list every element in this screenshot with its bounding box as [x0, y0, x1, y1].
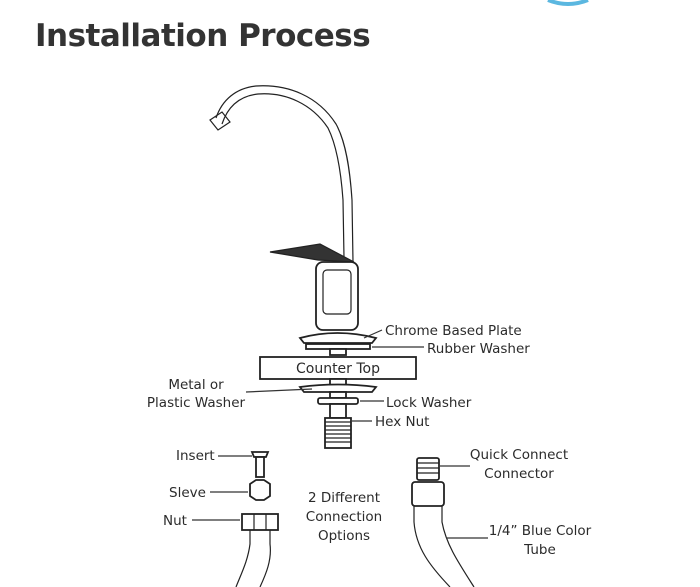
label-plastic-washer: Plastic Washer [147, 395, 246, 411]
compression-fitting-icon [235, 451, 279, 587]
options-caption-line-3: Options [318, 528, 370, 544]
options-caption-line-1: 2 Different [308, 490, 380, 506]
accent-arc [547, 0, 589, 6]
faucet-icon [209, 85, 378, 356]
label-chrome-based-plate: Chrome Based Plate [385, 323, 522, 339]
mounting-hardware [298, 378, 378, 449]
options-caption-line-2: Connection [306, 509, 382, 525]
label-tube: Tube [523, 542, 556, 558]
counter-top-label: Counter Top [296, 361, 380, 377]
quick-connect-icon [411, 457, 475, 587]
faucet-handle [269, 243, 355, 263]
label-metal-or: Metal or [168, 377, 224, 393]
label-blue-tube: 1/4” Blue Color [489, 523, 592, 539]
label-hex-nut: Hex Nut [375, 414, 429, 430]
label-insert: Insert [176, 448, 215, 464]
label-quick-connect: Quick Connect [470, 447, 568, 463]
label-nut: Nut [163, 513, 187, 529]
label-lock-washer: Lock Washer [386, 395, 472, 411]
label-connector: Connector [484, 466, 554, 482]
page-title: Installation Process [35, 18, 371, 54]
label-rubber-washer: Rubber Washer [427, 341, 530, 357]
label-sleve: Sleve [169, 485, 206, 501]
